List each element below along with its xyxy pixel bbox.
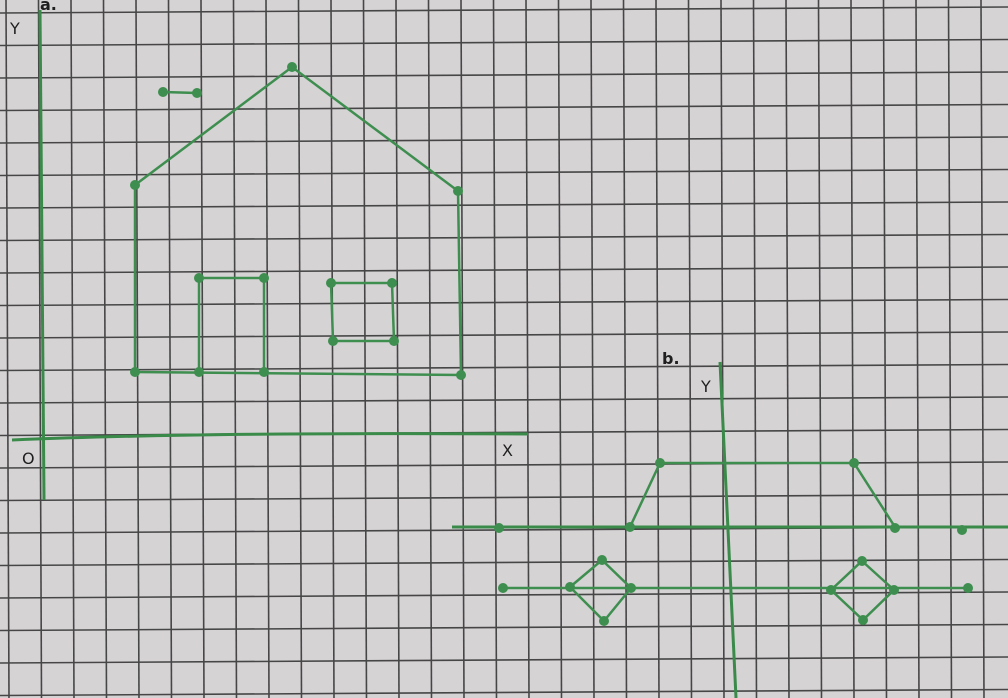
point xyxy=(130,180,140,190)
point xyxy=(259,367,269,377)
point xyxy=(849,458,859,468)
figure-b-y-axis-label: Y xyxy=(700,377,711,396)
point xyxy=(655,458,665,468)
point xyxy=(387,278,397,288)
point xyxy=(963,583,973,593)
point xyxy=(826,585,836,595)
point xyxy=(158,87,168,97)
point xyxy=(625,522,635,532)
point xyxy=(626,583,636,593)
point xyxy=(326,278,336,288)
point xyxy=(130,367,140,377)
point xyxy=(259,273,269,283)
point xyxy=(494,523,504,533)
point xyxy=(456,370,466,380)
point xyxy=(599,616,609,626)
point xyxy=(192,88,202,98)
point xyxy=(597,555,607,565)
point xyxy=(857,556,867,566)
house-chimney xyxy=(163,92,197,93)
point xyxy=(287,62,297,72)
point xyxy=(389,336,399,346)
point xyxy=(453,186,463,196)
figure-a-y-axis-label: Y xyxy=(9,19,20,38)
point xyxy=(328,336,338,346)
point xyxy=(858,615,868,625)
point xyxy=(889,585,899,595)
point xyxy=(890,523,900,533)
point xyxy=(194,273,204,283)
point xyxy=(498,583,508,593)
point xyxy=(957,525,967,535)
point xyxy=(565,582,575,592)
figure-a-x-axis-label: X xyxy=(502,441,513,460)
point xyxy=(194,367,204,377)
figure-a-label: a. xyxy=(40,0,57,14)
figure-b-label: b. xyxy=(662,349,680,368)
figure-a-origin-label: O xyxy=(22,449,35,468)
